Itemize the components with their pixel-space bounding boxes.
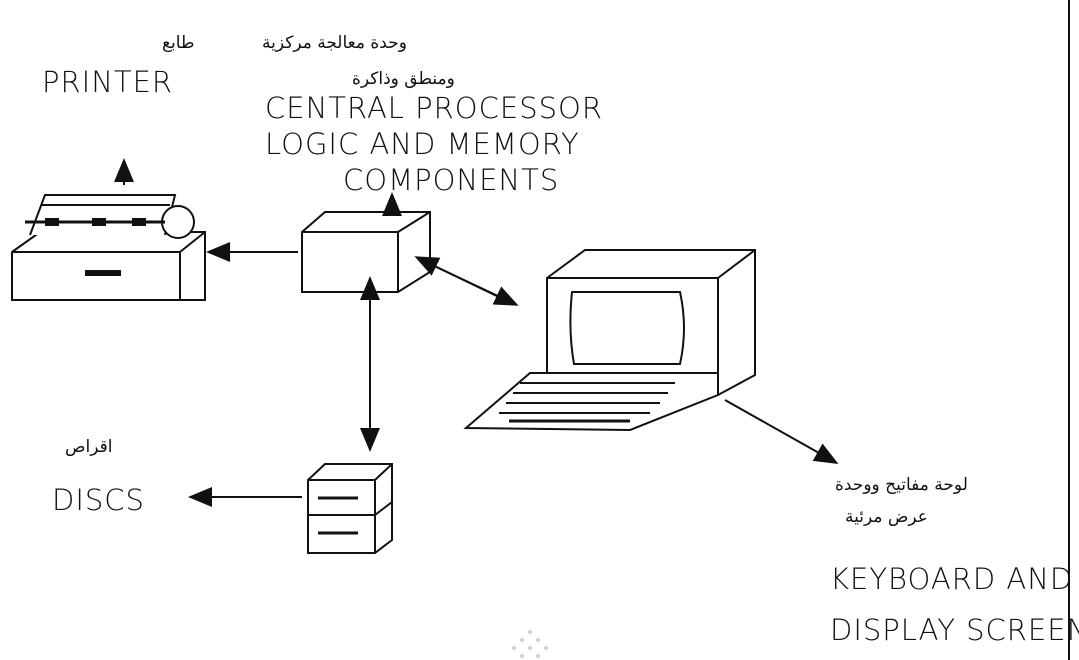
- discs-label: DISCS: [52, 483, 145, 517]
- keyboard-label-line-2: DISPLAY SCREEN: [830, 613, 1079, 647]
- cpu-to-terminal-arrow: [429, 263, 519, 306]
- cpu-label-line-1: CENTRAL PROCESSOR: [265, 91, 603, 125]
- cpu-label-line-3: COMPONENTS: [343, 163, 559, 197]
- terminal-out-arrow: [724, 399, 839, 464]
- watermark-dots: [512, 630, 548, 658]
- keyboard-arabic-label-2: عرض مرئية: [845, 507, 928, 527]
- cpu-arabic-label-2: ومنطق وذاكرة: [352, 69, 455, 89]
- cpu-arabic-label-1: وحدة معالجة مركزية: [262, 33, 407, 53]
- discs-arabic-label: اقراص: [65, 437, 113, 457]
- keyboard-label-line-1: KEYBOARD AND: [830, 562, 1073, 596]
- printer-icon: [11, 194, 206, 301]
- printer-label: PRINTER: [42, 65, 173, 99]
- keyboard-arabic-label-1: لوحة مفاتيح ووحدة: [835, 475, 968, 495]
- printer-arabic-label: طابع: [162, 33, 195, 53]
- discs-icon: [307, 463, 393, 554]
- central-processor-icon: [301, 211, 431, 293]
- terminal-icon: [463, 249, 756, 432]
- cpu-label-line-2: LOGIC AND MEMORY: [265, 127, 580, 161]
